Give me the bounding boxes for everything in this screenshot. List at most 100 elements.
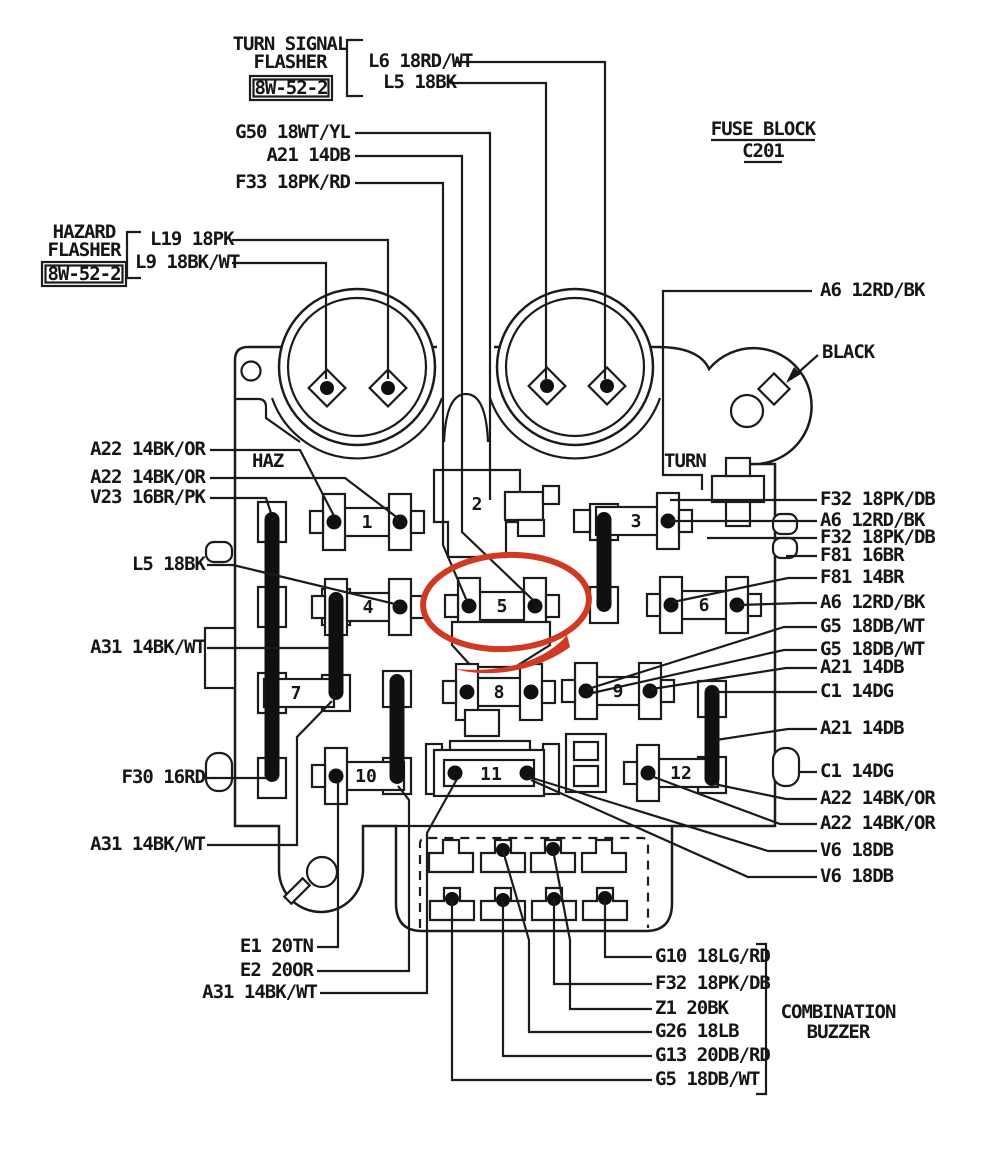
wire-label-v6-r1: V6 18DB [820,839,894,861]
wire-g26 [501,850,652,1034]
wire-a22-r1 [713,782,817,801]
flasher-socket-terminals [307,366,627,408]
wire-l5-top [450,81,548,379]
wire-label-a21-top: A21 14DB [266,144,350,166]
block-label-haz: HAZ [252,450,284,472]
wire-label-f32-r1: F32 18PK/DB [820,488,935,510]
turn-flasher-callout-2: FLASHER [253,51,328,73]
black-key-notch [756,371,792,407]
callout-brackets [40,38,819,1096]
wire-v6-r1 [528,775,817,853]
flasher-cans [277,287,655,447]
wire-v6-r2 [530,778,817,879]
fuse-terminal-dots [326,513,745,784]
wire-label-g5-b: G5 18DB/WT [655,1068,760,1090]
wire-a6-r2 [738,601,817,607]
wire-label-f32-b: F32 18PK/DB [655,972,770,994]
highlight-tail [455,635,570,674]
wire-g50 [355,131,492,500]
wire-label-c1-r2: C1 14DG [820,760,894,782]
wire-g5-b [450,901,652,1082]
fuse-10-number: 10 [355,766,377,787]
bus-bars [264,512,720,786]
wire-f33 [355,181,468,600]
wire-label-a31-b: A31 14BK/WT [202,981,317,1003]
wire-a22-l2 [210,476,400,520]
buzzer-label-2: BUZZER [807,1021,871,1043]
wire-label-z1: Z1 20BK [655,997,730,1019]
fuse-12-number: 12 [670,763,692,784]
wire-a22-l1 [210,448,335,517]
highlight-annotation [420,551,592,674]
fuse-4-number: 4 [363,597,374,618]
wire-l19 [232,238,390,379]
mount-hole-top-left [240,360,262,382]
wire-label-a22-r2: A22 14BK/OR [820,812,936,834]
wire-label-a22-l1: A22 14BK/OR [90,438,206,460]
buzzer-label-1: COMBINATION [781,1001,896,1023]
wire-label-v6-r2: V6 18DB [820,865,894,887]
wire-a31-l2 [207,700,333,847]
wire-g13 [501,901,652,1058]
diagram-text: FUSE BLOCK C201 TURN SIGNAL FLASHER 8W-5… [47,33,937,1090]
wire-label-c1-r1: C1 14DG [820,680,894,702]
wire-label-f33: F33 18PK/RD [235,171,350,193]
block-label-turn: TURN [664,450,706,472]
turn-flasher-callout-1: TURN SIGNAL [233,33,348,55]
wire-label-e2: E2 20OR [240,959,315,981]
wire-label-g10: G10 18LG/RD [655,945,770,967]
wire-label-f30: F30 16RD [121,766,205,788]
wire-l6 [455,60,607,379]
wire-a6-top [661,289,812,490]
wire-a31-b [320,778,458,995]
wire-a22-r2 [650,774,817,826]
wire-label-f81-r1: F81 16BR [820,544,905,566]
fuse-9-number: 9 [613,681,624,702]
fuse-6-number: 6 [699,595,710,616]
bottom-ear-slot [282,876,312,906]
fuse-2-number: 2 [472,494,483,515]
hazard-flasher-callout-1: HAZARD [53,221,116,243]
wire-f81-r2 [672,576,817,604]
wire-label-v23: V23 16BR/PK [90,486,206,508]
fuse-3-number: 3 [631,511,642,532]
fuse-11-number: 11 [480,764,502,785]
wire-label-f81-r2: F81 14BR [820,566,905,588]
wire-label-l5-top: L5 18BK [383,71,458,93]
wire-a21-r1 [651,666,817,691]
wire-z1 [551,849,652,1011]
wire-f32-b [552,899,652,986]
wire-g5-r2 [591,648,817,695]
wire-e1 [317,782,340,949]
wire-leader-lines [207,60,817,1082]
wire-label-a31-l1: A31 14BK/WT [90,636,205,658]
fuse-8-number: 8 [494,682,505,703]
mount-hole-top-right [729,393,765,429]
highlight-circle-fuse-5 [420,551,592,653]
wire-label-e1: E1 20TN [240,935,314,957]
wire-l9 [232,261,328,379]
title: FUSE BLOCK [711,118,817,140]
wire-label-l9: L9 18BK/WT [135,251,240,273]
wire-label-a21-r2: A21 14DB [820,717,904,739]
black-arrowhead [786,367,801,383]
wire-e2 [317,785,411,973]
fuse-5-number: 5 [497,596,508,617]
combination-buzzer-section [418,836,650,928]
wire-label-l6: L6 18RD/WT [368,50,473,72]
mount-hole-bottom-left [305,855,339,889]
wire-label-a6-r2: A6 12RD/BK [820,591,926,613]
wire-label-g5-r2: G5 18DB/WT [820,638,925,660]
wire-g5-r1 [587,625,817,691]
wire-a21-top [355,154,534,601]
wire-label-black: BLACK [822,341,876,363]
fuse-2-cavity [432,468,561,559]
wire-label-f32-r2: F32 18PK/DB [820,526,935,548]
hazard-flasher-ref: 8W-52-2 [47,263,120,285]
wire-label-a6-r1: A6 12RD/BK [820,509,926,531]
wire-l5-left [207,563,400,607]
wire-label-a6-top: A6 12RD/BK [820,279,926,301]
wire-g10 [603,899,652,959]
